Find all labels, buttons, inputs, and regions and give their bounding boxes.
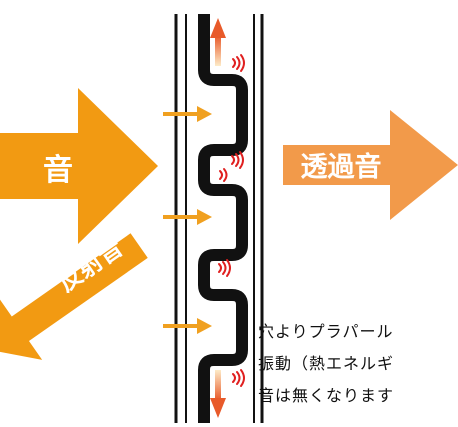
transmitted-sound-arrow	[283, 110, 458, 220]
incident-label: 音	[43, 153, 73, 188]
downward-escape-arrow	[210, 370, 226, 418]
reflected-sound-arrow	[0, 233, 148, 360]
small-arrowhead-3	[197, 318, 212, 334]
upward-escape-arrow	[210, 18, 226, 66]
small-arrowhead-1	[197, 106, 212, 122]
caption-line-3: 音は無くなります	[258, 386, 395, 405]
vibration-mark-2	[231, 151, 244, 169]
vibration-mark-4	[218, 259, 231, 277]
small-incoming-arrows	[163, 106, 212, 334]
small-arrowhead-2	[197, 209, 212, 225]
incident-sound-arrow	[0, 88, 158, 244]
vibration-mark-3	[219, 168, 228, 182]
transmitted-label: 透過音	[301, 151, 382, 183]
perforated-panel-profile	[198, 14, 248, 423]
vibration-mark-1	[232, 54, 245, 72]
vibration-mark-5	[232, 369, 245, 387]
vibration-marks	[218, 54, 245, 387]
caption-line-1: 穴よりプラパール	[258, 322, 394, 341]
caption-line-2: 振動（熱エネルギ	[258, 354, 395, 373]
